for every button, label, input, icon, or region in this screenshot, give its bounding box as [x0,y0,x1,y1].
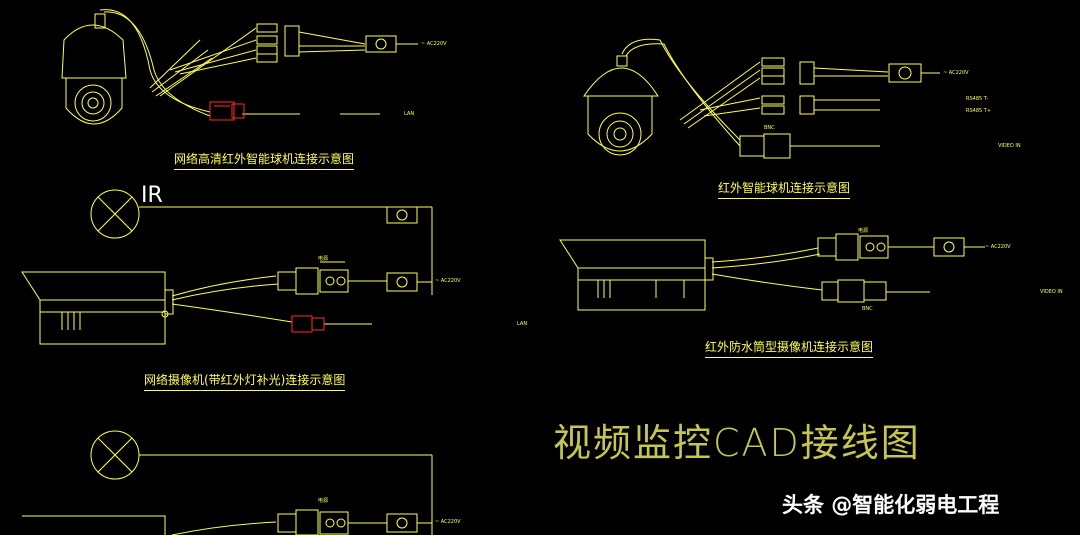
bullet-ir-camera [559,233,985,311]
lan-label-1: LAN [404,111,415,117]
page-title: 视频监控CAD接线图 [553,421,921,465]
caption-bullet-ir: 红外防水筒型摄像机连接示意图 [705,338,874,358]
rs485-pos-label: RS485 T+ [966,108,992,114]
ac220-label-5: ~ AC220V [435,519,461,525]
video-in-label-2: VIDEO IN [1040,289,1063,295]
caption-ptz-ir: 红外智能球机连接示意图 [718,179,851,199]
bnc-label-2: BNC [862,306,873,312]
caption-ptz-network: 网络高清红外智能球机连接示意图 [174,150,355,170]
watermark: 头条 @智能化弱电工程 [782,493,1000,517]
bnc-label-1: BNC [764,125,775,131]
ac220-label-4: ~ AC220V [985,244,1011,250]
bottom-camera [22,430,433,535]
caption-network-camera: 网络摄像机(带红外灯补光)连接示意图 [144,371,346,391]
ptz-ir-dome [583,38,940,159]
video-in-label-1: VIDEO IN [998,143,1021,149]
lan-label-2: LAN [517,321,528,327]
ac220-label-3: ~ AC220V [435,278,461,284]
ptz-network-connector [209,101,245,121]
power-label-1: 电源 [318,256,329,262]
network-camera-connector [291,315,325,333]
ac220-label-2: ~ AC220V [943,70,969,76]
power-label-3: 电源 [318,498,329,504]
ptz-network-dome [61,9,418,125]
ac220-label-1: ~ AC220V [421,41,447,47]
ir-label: IR [141,183,163,208]
power-label-2: 电源 [858,228,869,234]
rs485-neg-label: RS485 T- [966,96,989,102]
network-camera [21,189,433,345]
